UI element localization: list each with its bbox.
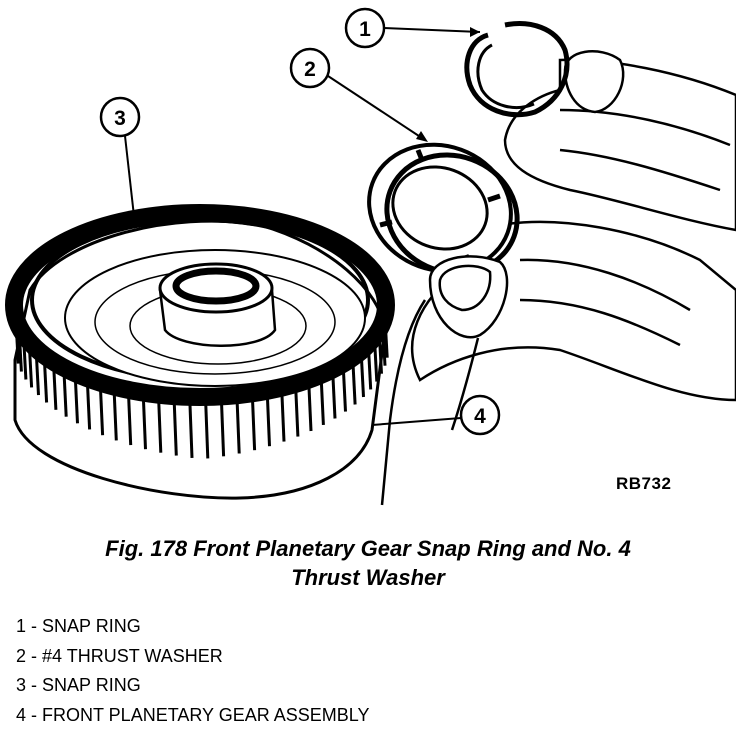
gear-tooth	[385, 322, 387, 358]
gear-tooth	[37, 357, 39, 395]
gear-tooth	[362, 359, 364, 397]
snap-ring-1-outer	[467, 24, 567, 115]
gear-tooth	[268, 399, 270, 447]
gear-tooth	[30, 350, 32, 388]
gear-tooth	[353, 365, 355, 404]
legend-item: 4 - FRONT PLANETARY GEAR ASSEMBLY	[16, 701, 369, 730]
leader-arrow-1	[470, 27, 480, 37]
legend-item: 1 - SNAP RING	[16, 612, 369, 642]
gear-tooth	[333, 377, 335, 418]
gear-tooth	[369, 352, 371, 390]
callout-2: 2	[291, 49, 428, 142]
gear-tooth	[144, 401, 146, 450]
gear-tooth	[190, 405, 192, 458]
gear-tooth	[296, 392, 298, 437]
gear-tooth	[309, 388, 311, 432]
callout-3: 3	[101, 98, 139, 225]
leader-line-4	[372, 418, 461, 425]
gear-tooth	[54, 370, 56, 410]
gear-tooth	[380, 337, 382, 374]
callout-1: 1	[346, 9, 480, 47]
callout-3-number: 3	[114, 107, 126, 130]
gear-tooth	[45, 364, 47, 403]
hand-thumb	[382, 256, 507, 505]
legend-item: 3 - SNAP RING	[16, 671, 369, 701]
hand-upper	[505, 51, 736, 230]
legend-item: 2 - #4 THRUST WASHER	[16, 642, 369, 672]
gear-tooth	[206, 405, 208, 458]
figure-reference-code: RB732	[616, 474, 671, 494]
gear-tooth	[19, 335, 21, 372]
gear-tooth	[114, 395, 116, 441]
leader-line-1	[384, 28, 480, 32]
callout-4-number: 4	[474, 405, 486, 428]
legend-list: 1 - SNAP RING 2 - #4 THRUST WASHER 3 - S…	[16, 612, 369, 730]
gear-tooth	[237, 403, 239, 453]
figure-caption-line-2: Thrust Washer	[0, 563, 736, 592]
planetary-gear-assembly	[14, 213, 387, 498]
callout-1-number: 1	[359, 18, 371, 41]
gear-tooth	[282, 396, 284, 442]
gear-tooth	[344, 372, 346, 412]
gear-tooth	[129, 398, 131, 445]
gear-tooth	[24, 343, 26, 380]
figure-caption-line-1: Fig. 178 Front Planetary Gear Snap Ring …	[0, 534, 736, 563]
planetary-gear-illustration: 1 2 3 4	[0, 0, 736, 520]
gear-tooth	[375, 345, 377, 382]
figure-caption: Fig. 178 Front Planetary Gear Snap Ring …	[0, 534, 736, 592]
gear-hub-bore	[176, 271, 256, 301]
gear-tooth	[321, 383, 323, 425]
leader-arrow-2	[416, 131, 428, 142]
snap-ring-1	[467, 24, 567, 115]
gear-tooth	[222, 404, 224, 456]
gear-tooth	[76, 381, 78, 423]
leader-line-2	[328, 76, 425, 140]
snap-ring-1-inner	[478, 45, 534, 108]
gear-tooth	[88, 386, 90, 429]
callout-2-number: 2	[304, 58, 316, 81]
gear-tooth	[159, 403, 161, 453]
gear-tooth	[253, 401, 255, 450]
gear-tooth	[16, 327, 18, 363]
gear-tooth	[174, 404, 176, 456]
gear-tooth	[101, 391, 103, 435]
gear-tooth	[64, 376, 66, 417]
